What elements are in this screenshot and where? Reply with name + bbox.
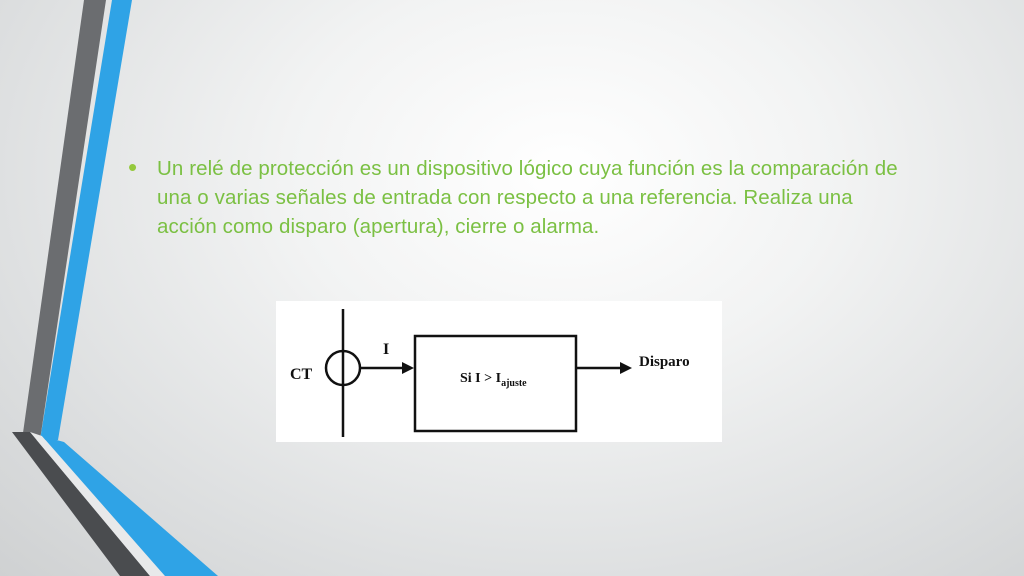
bottom-dark-stripe bbox=[12, 432, 150, 576]
bottom-blue-stripe bbox=[42, 436, 218, 576]
current-arrow-head bbox=[402, 362, 414, 374]
left-blue-stripe bbox=[40, 0, 132, 440]
ct-label: CT bbox=[290, 366, 313, 383]
output-arrow-head bbox=[620, 362, 632, 374]
condition-label: Si I > Iajuste bbox=[460, 371, 527, 389]
relay-box bbox=[413, 334, 578, 433]
current-label: I bbox=[383, 341, 389, 358]
bottom-light-stripe bbox=[30, 432, 165, 576]
relay-block-diagram: CT I Si I > Iajuste Disparo bbox=[276, 301, 722, 442]
left-gray-stripe bbox=[22, 0, 106, 440]
condition-prefix: Si I > I bbox=[460, 371, 501, 386]
bullet-text: Un relé de protección es un dispositivo … bbox=[157, 157, 898, 238]
bullet-point-icon: • bbox=[128, 152, 138, 182]
condition-subscript: ajuste bbox=[501, 378, 527, 389]
output-label: Disparo bbox=[639, 354, 690, 370]
